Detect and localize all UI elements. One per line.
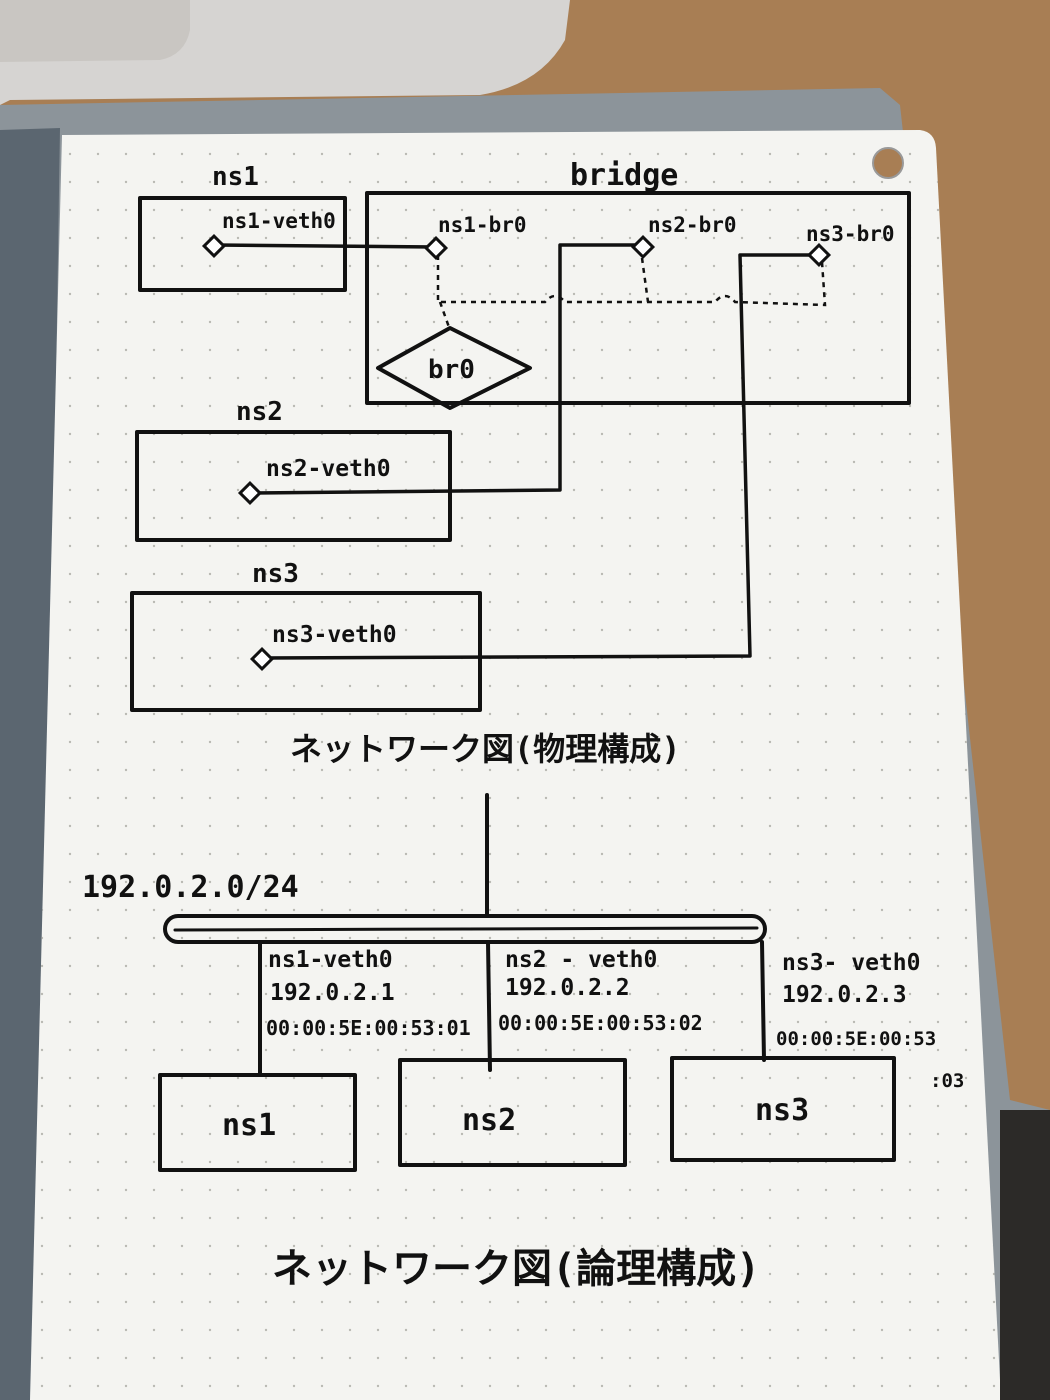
physical-caption: ネットワーク図(物理構成): [290, 730, 681, 768]
ns3-veth0-port-icon: [249, 646, 275, 672]
br0-feed-dash: [438, 301, 452, 331]
ns1-iface-label: ns1-veth0: [268, 947, 393, 973]
network-segment-bar: [163, 914, 767, 944]
ns1-host-label: ns1: [222, 1108, 276, 1143]
ns3-br0-port-icon: [806, 242, 832, 268]
ns2-host-label: ns2: [462, 1103, 516, 1138]
br0-diamond: [376, 326, 532, 410]
ns3-host-label: ns3: [755, 1093, 809, 1128]
ns2-mac-label: 00:00:5E:00:53:02: [498, 1011, 703, 1035]
ns2-host-box: [398, 1058, 627, 1167]
ns2-namespace-box: [135, 430, 452, 542]
bridge-box: [365, 191, 911, 405]
bridge-internal-links: [436, 255, 827, 307]
link-ns3-veth-to-ns3-br0: [260, 253, 820, 660]
ns2-label: ns2: [236, 397, 283, 427]
bridge-label: bridge: [570, 158, 678, 193]
ns1-veth0-port-icon: [201, 233, 227, 259]
ns3-veth0-label: ns3-veth0: [272, 622, 397, 648]
ns1-label: ns1: [212, 162, 259, 192]
ns3-host-box: [670, 1056, 896, 1162]
ns3-mac-label: 00:00:5E:00:53: [776, 1028, 936, 1050]
ns3-iface-label: ns3- veth0: [782, 950, 920, 976]
ns1-ip-label: 192.0.2.1: [270, 980, 395, 1006]
binder-hole: [872, 147, 904, 179]
ns2-veth0-label: ns2-veth0: [266, 456, 391, 482]
link-ns2-veth-to-ns2-br0: [248, 243, 644, 495]
ns2-br0-port-icon: [630, 234, 656, 260]
ns1-mac-label: 00:00:5E:00:53:01: [266, 1016, 471, 1040]
ns1-namespace-box: [138, 196, 347, 292]
ns2-br0-to-br0-dash: [640, 257, 650, 303]
ns3-drop-line: [760, 940, 766, 1062]
ns3-label: ns3: [252, 559, 299, 589]
ns2-iface-label: ns2 - veth0: [505, 947, 657, 973]
ns2-veth0-port-icon: [237, 480, 263, 506]
laptop-trackpad: [0, 0, 190, 62]
ns3-ip-label: 192.0.2.3: [782, 982, 907, 1008]
logical-diagram: 192.0.2.0/24 ns1-veth0 192.0.2.1 00:00:5…: [82, 793, 964, 1292]
ns2-ip-label: 192.0.2.2: [505, 975, 630, 1001]
ns3-br0-label: ns3-br0: [806, 222, 895, 246]
whiteboard: [30, 130, 1000, 1400]
ns2-br0-label: ns2-br0: [648, 213, 737, 237]
ns1-br0-label: ns1-br0: [438, 213, 527, 237]
subnet-label: 192.0.2.0/24: [82, 870, 299, 905]
logical-caption: ネットワーク図(論理構成): [272, 1246, 760, 1292]
ns3-namespace-box: [130, 591, 482, 712]
desk-shadow: [1000, 1110, 1050, 1400]
network-segment-centerline: [173, 926, 759, 932]
physical-diagram: ns1 ns1-veth0 bridge ns1-br0 ns2-br0 ns3…: [130, 158, 911, 768]
br0-label: br0: [428, 355, 475, 385]
ns3-mac-continuation: :03: [930, 1070, 964, 1092]
ns1-host-box: [158, 1073, 357, 1172]
ns1-veth0-label: ns1-veth0: [222, 209, 336, 233]
ns1-br0-port-icon: [423, 235, 449, 261]
link-ns1-veth-to-ns1-br0: [213, 243, 437, 249]
ns2-drop-line: [486, 940, 492, 1072]
